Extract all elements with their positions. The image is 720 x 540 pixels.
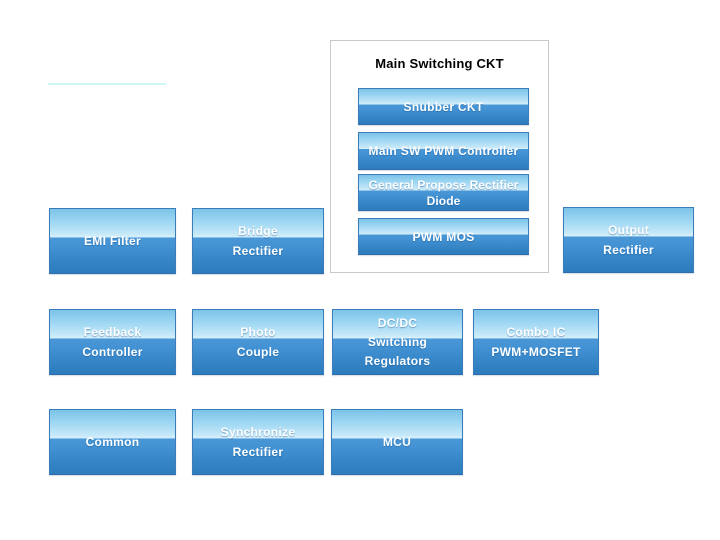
block-pwm-mos[interactable]: PWM MOS xyxy=(358,218,529,255)
block-dcdc-switching-regulators[interactable]: DC/DC Switching Regulators xyxy=(332,309,463,375)
block-label: Bridge Rectifier xyxy=(232,224,284,258)
block-label: General Propose Rectifier Diode xyxy=(368,177,519,208)
block-synchronize-rectifier[interactable]: Synchronize Rectifier xyxy=(192,409,324,475)
block-label: Common xyxy=(85,435,140,449)
block-output-rectifier[interactable]: Output Rectifier xyxy=(563,207,694,273)
block-label: PWM MOS xyxy=(412,229,475,244)
block-photo-couple[interactable]: Photo Couple xyxy=(192,309,324,375)
block-main-sw-pwm-controller[interactable]: Main SW PWM Controller xyxy=(358,132,529,170)
block-label: MCU xyxy=(382,435,412,449)
block-general-propose-rectifier-diode[interactable]: General Propose Rectifier Diode xyxy=(358,174,529,211)
panel-title: Main Switching CKT xyxy=(375,56,504,71)
block-label: Feedback Controller xyxy=(82,325,143,359)
block-label: Snubber CKT xyxy=(403,99,484,114)
block-emi-filter[interactable]: EMI Filter xyxy=(49,208,176,274)
main-switching-ckt-panel: Main Switching CKT Snubber CKT Main SW P… xyxy=(330,40,549,273)
block-label: Main SW PWM Controller xyxy=(368,144,519,158)
block-label: EMI Filter xyxy=(83,234,141,248)
block-label: DC/DC Switching Regulators xyxy=(364,315,431,368)
block-label: Output Rectifier xyxy=(603,223,654,257)
block-common[interactable]: Common xyxy=(49,409,176,475)
block-mcu[interactable]: MCU xyxy=(331,409,463,475)
block-combo-ic-pwm-mosfet[interactable]: Combo IC PWM+MOSFET xyxy=(473,309,599,375)
block-snubber-ckt[interactable]: Snubber CKT xyxy=(358,88,529,125)
block-label: Photo Couple xyxy=(236,325,280,359)
block-bridge-rectifier[interactable]: Bridge Rectifier xyxy=(192,208,324,274)
block-label: Synchronize Rectifier xyxy=(220,425,296,459)
block-label: Combo IC PWM+MOSFET xyxy=(491,325,581,359)
accent-line xyxy=(48,83,166,85)
block-feedback-controller[interactable]: Feedback Controller xyxy=(49,309,176,375)
